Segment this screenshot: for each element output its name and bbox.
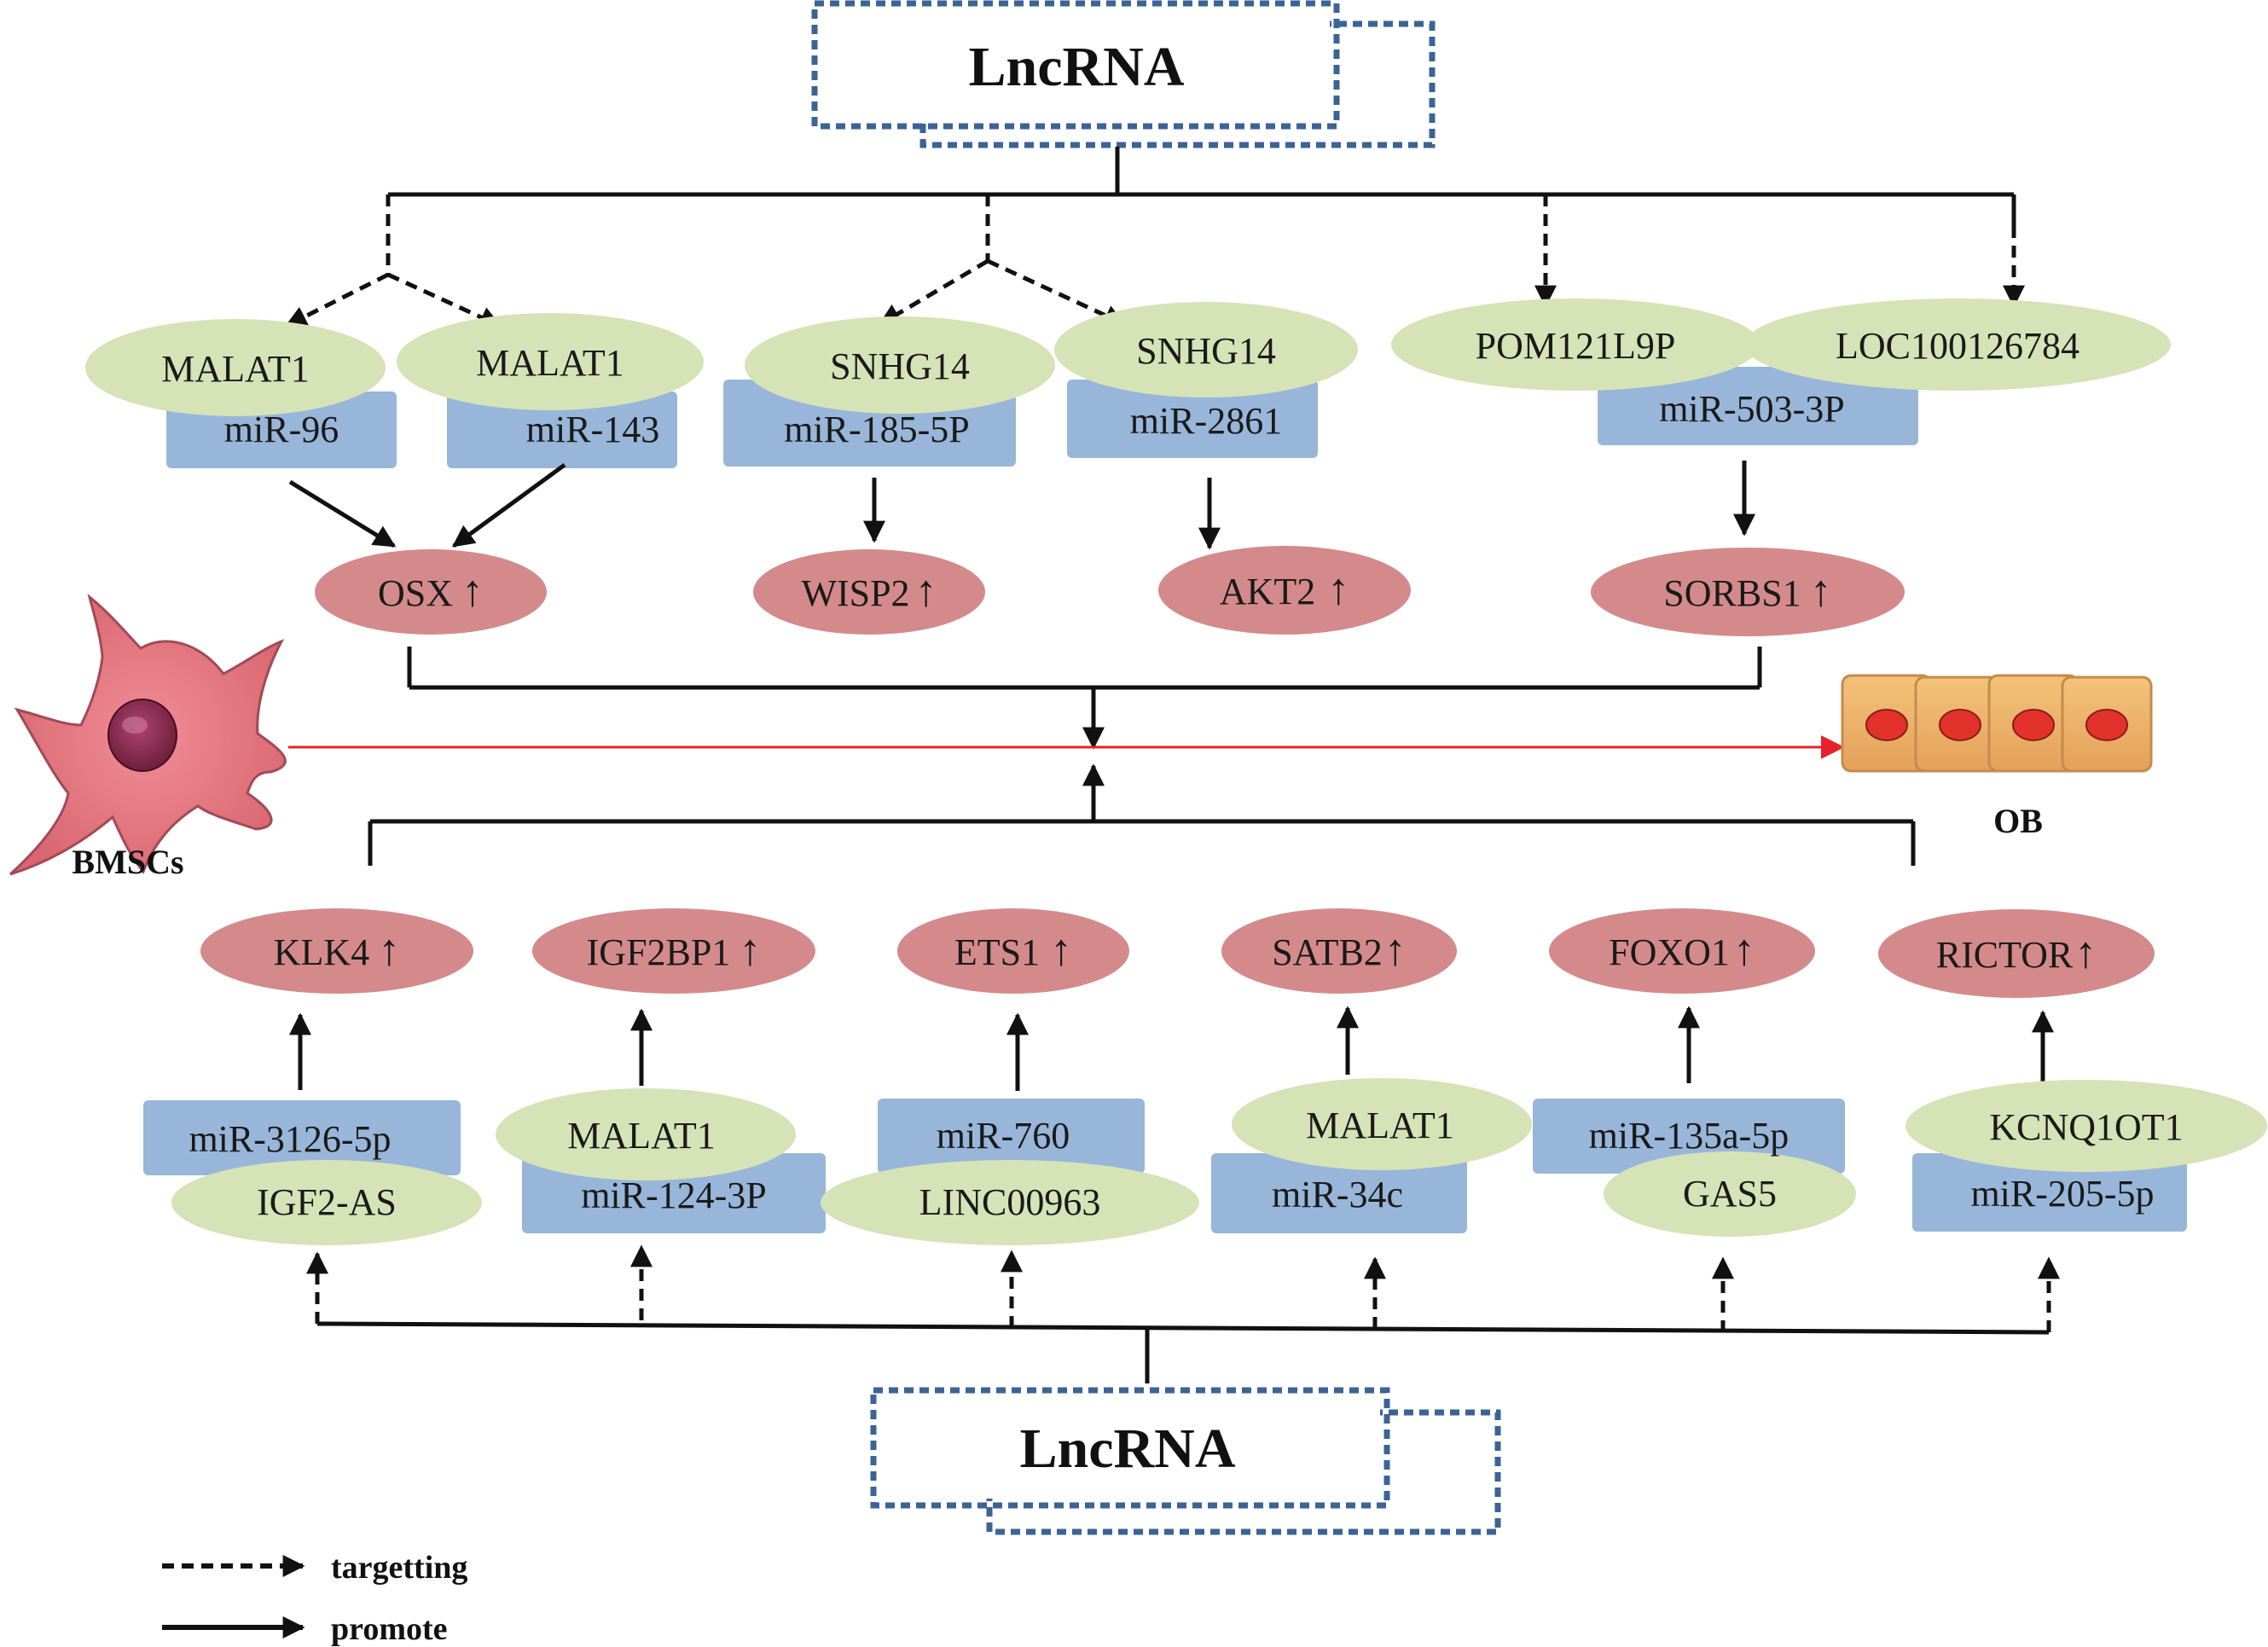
bottom-lncrna-row — [171, 1078, 2267, 1245]
top-lncrna-title: LncRNA — [968, 36, 1184, 98]
lncrna-label: MALAT1 — [161, 348, 310, 390]
lncrna-label: MALAT1 — [476, 342, 624, 384]
ob-label: OB — [1993, 802, 2043, 840]
bottom-connector-lines — [316, 1321, 2050, 1383]
lncrna-label: IGF2-AS — [257, 1181, 397, 1223]
target-label: AKT2↑ — [1220, 565, 1349, 614]
bottom-labels: miR-3126-5p IGF2-AS MALAT1 miR-124-3P mi… — [189, 1105, 2183, 1223]
target-label: FOXO1↑ — [1609, 926, 1755, 975]
lncrna-label: LINC00963 — [919, 1181, 1101, 1223]
target-label: ETS1↑ — [954, 926, 1072, 975]
bottom-mirna-row — [143, 1099, 2187, 1233]
target-label: SATB2↑ — [1272, 926, 1407, 975]
mirna-label: miR-135a-5p — [1589, 1115, 1789, 1157]
lncrna-label: GAS5 — [1683, 1173, 1777, 1215]
mirna-label: miR-503-3P — [1659, 388, 1845, 430]
target-label: SORBS1↑ — [1663, 567, 1831, 616]
mirna-label: miR-124-3P — [581, 1174, 767, 1216]
legend-promote-label: promote — [331, 1611, 448, 1647]
top-lncrna-row: MALAT1 MALAT1 SNHG14 SNHG14 POM121L9P LO… — [85, 299, 2171, 416]
mirna-label: miR-3126-5p — [189, 1118, 391, 1160]
mirna-label: miR-760 — [937, 1115, 1070, 1157]
lncrna-label: LOC100126784 — [1836, 325, 2079, 367]
bottom-promote-arrows — [289, 1006, 2054, 1091]
legend-targetting-label: targetting — [331, 1550, 467, 1586]
bottom-convergence-bracket — [368, 763, 1916, 866]
bottom-target-row: KLK4↑ IGF2BP1↑ ETS1↑ SATB2↑ FOXO1↑ RICTO… — [200, 908, 2155, 998]
top-targetting-arrows — [284, 194, 2025, 328]
mirna-label: miR-34c — [1272, 1174, 1403, 1215]
lncrna-label: SNHG14 — [830, 345, 970, 387]
mirna-label: miR-2861 — [1130, 400, 1282, 442]
bottom-lncrna-title-box: LncRNA — [870, 1387, 1501, 1535]
mirna-label: miR-205-5p — [1970, 1173, 2154, 1215]
top-promote-arrows — [288, 461, 1755, 550]
bmsc-label: BMSCs — [72, 843, 183, 881]
lncrna-label: KCNQ1OT1 — [1989, 1106, 2183, 1148]
top-convergence-bracket — [407, 647, 1762, 750]
lncrna-label: POM121L9P — [1476, 325, 1676, 367]
bmsc-cell-illustration — [9, 594, 287, 876]
mirna-label: miR-185-5P — [784, 409, 970, 450]
target-label: RICTOR↑ — [1936, 929, 2097, 977]
top-target-row: OSX↑ WISP2↑ AKT2↑ SORBS1↑ — [315, 546, 1905, 636]
lncrna-label: MALAT1 — [567, 1115, 716, 1157]
target-label: KLK4↑ — [274, 926, 400, 975]
top-lncrna-title-box: LncRNA — [811, 0, 1436, 148]
mirna-label: miR-143 — [526, 409, 659, 450]
legend: targetting promote — [162, 1550, 467, 1647]
bottom-targetting-arrows — [306, 1244, 2060, 1332]
target-label: WISP2↑ — [801, 567, 937, 616]
lncrna-label: MALAT1 — [1306, 1105, 1454, 1146]
ob-cells-illustration — [1841, 674, 2153, 773]
target-label: IGF2BP1↑ — [587, 926, 762, 975]
lncrna-label: SNHG14 — [1136, 330, 1276, 372]
target-label: OSX↑ — [378, 567, 484, 616]
top-connector-lines — [388, 147, 2016, 226]
bottom-lncrna-title: LncRNA — [1019, 1418, 1235, 1480]
